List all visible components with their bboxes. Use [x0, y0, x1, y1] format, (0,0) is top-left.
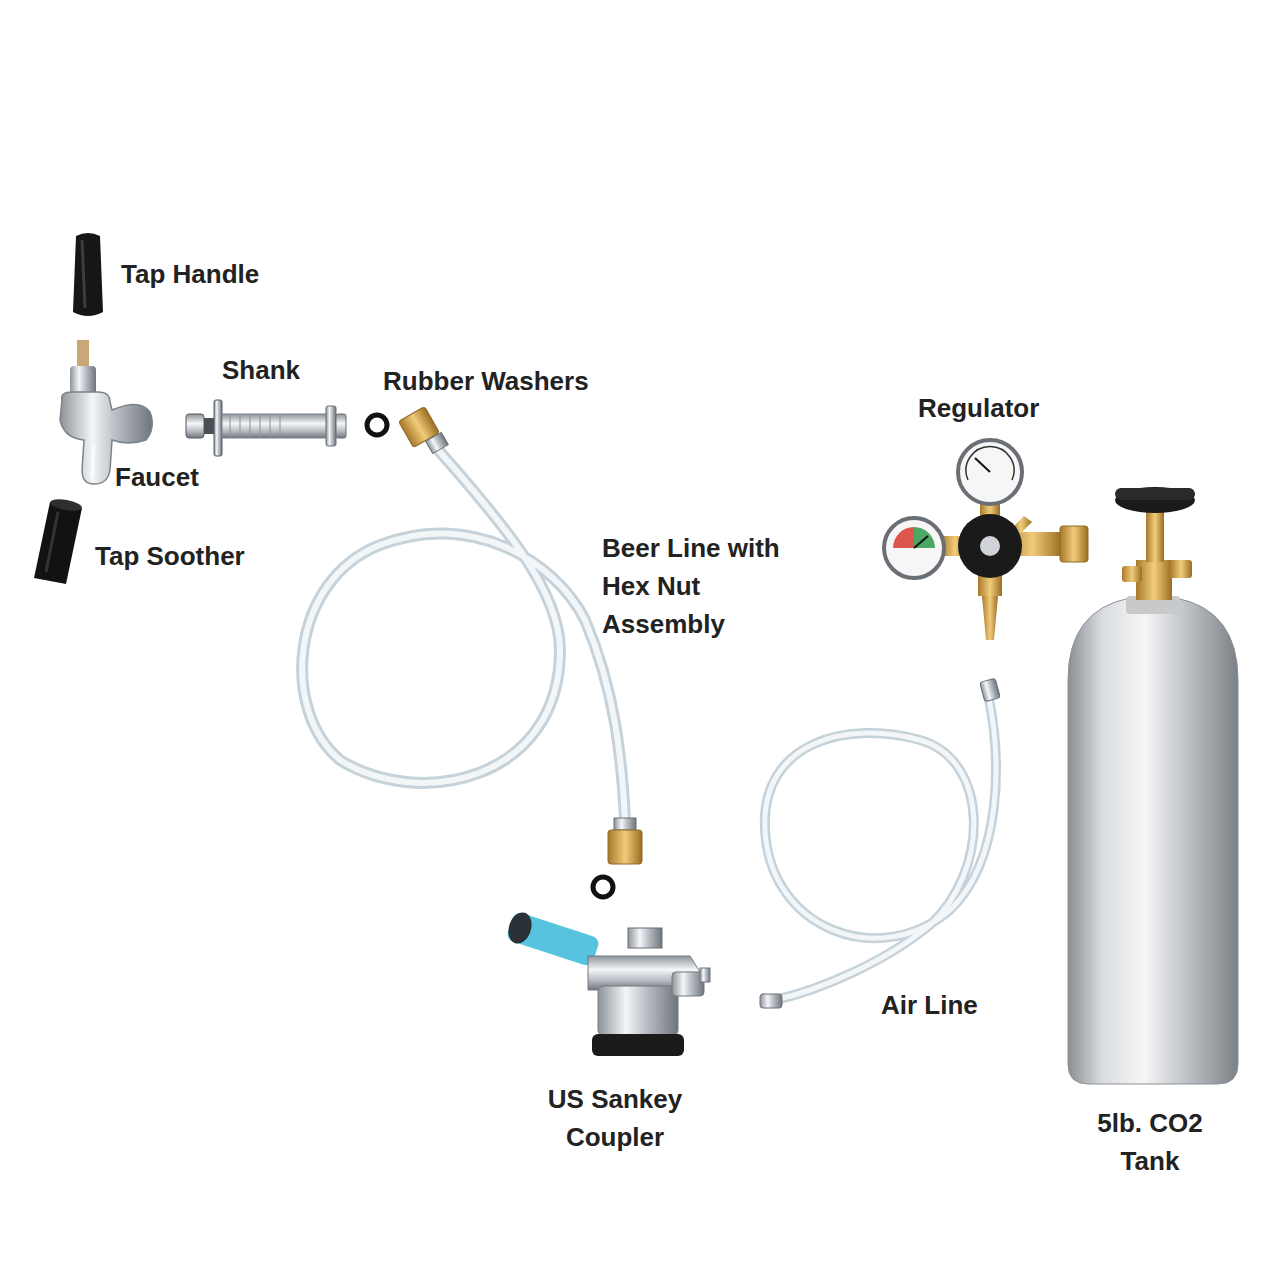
- air-line-picture: [760, 678, 1000, 1008]
- part-name: Shank: [222, 351, 300, 389]
- regulator-picture: [884, 440, 1088, 640]
- tap-handle-picture: [73, 233, 103, 316]
- part-name: Faucet: [115, 458, 199, 496]
- part-name: 5lb. CO2 Tank: [1070, 1104, 1230, 1180]
- part-name: Tap Soother: [95, 537, 245, 575]
- shank-picture: [186, 400, 346, 456]
- part-name: Rubber Washers: [383, 362, 589, 400]
- co2-tank-picture: [1068, 487, 1238, 1084]
- beer-line-picture: [302, 452, 625, 820]
- part-name: Tap Handle: [121, 255, 259, 293]
- part-name: Beer Line with Hex Nut Assembly: [602, 529, 817, 643]
- part-name: US Sankey Coupler: [525, 1080, 705, 1156]
- rubber-washer-picture: [367, 415, 613, 897]
- sankey-coupler-picture: [505, 909, 710, 1056]
- tap-soother-picture: [34, 497, 83, 584]
- part-name: Air Line: [881, 986, 978, 1024]
- part-name: Regulator: [918, 389, 1039, 427]
